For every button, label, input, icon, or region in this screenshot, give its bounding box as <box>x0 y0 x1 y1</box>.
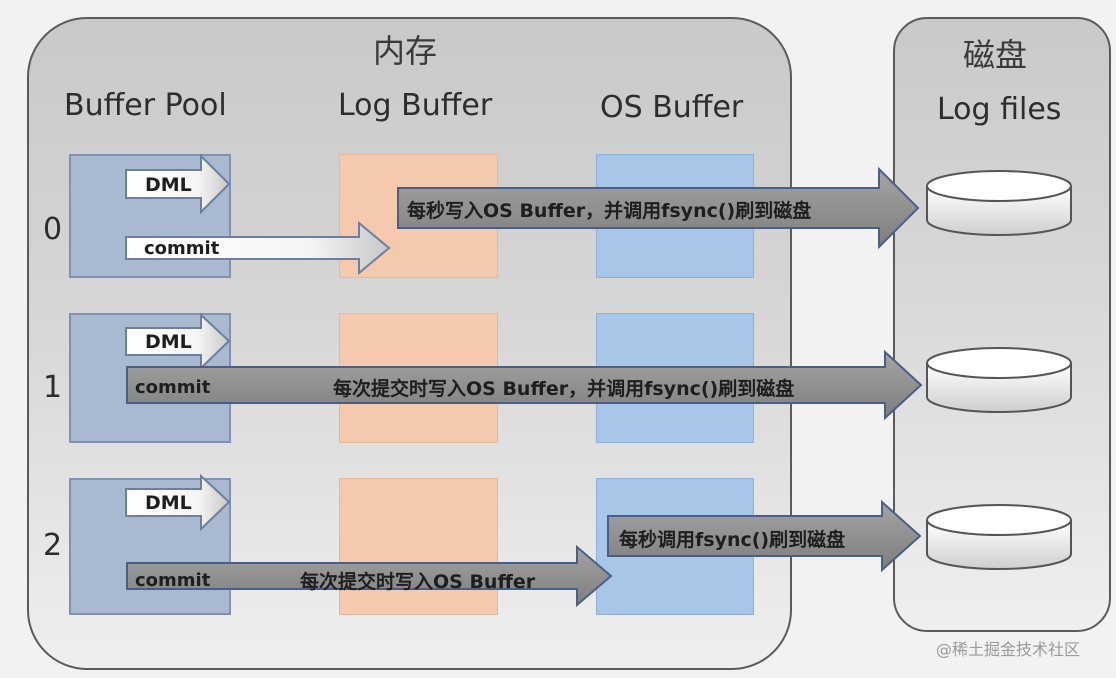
log-files-label: Log files <box>937 92 1062 127</box>
dml-label-2: DML <box>145 492 192 514</box>
dml-label-0: DML <box>145 174 192 196</box>
commit-label-0: commit <box>144 238 220 259</box>
dml-arrow-1 <box>125 312 231 371</box>
log-file-cylinder-1 <box>926 347 1072 413</box>
row-number-0: 0 <box>43 212 63 247</box>
log-file-cylinder-2 <box>926 504 1072 570</box>
commit-label-1: commit <box>135 377 211 398</box>
row-number-2: 2 <box>43 528 63 563</box>
log-file-cylinder-0 <box>926 170 1072 236</box>
commit-label-2: commit <box>135 570 211 591</box>
os-buffer-header: OS Buffer <box>600 90 744 125</box>
watermark: @稀土掘金技术社区 <box>936 640 1081 659</box>
commit-flush-arrow-1 <box>126 349 923 421</box>
disk-title: 磁盘 <box>963 36 1028 74</box>
log-buffer-header: Log Buffer <box>338 88 493 123</box>
memory-title: 内存 <box>373 32 438 70</box>
flush-label-0: 每秒写入OS Buffer，并调用fsync()刷到磁盘 <box>407 200 812 222</box>
flush-label-1: 每次提交时写入OS Buffer，并调用fsync()刷到磁盘 <box>333 378 795 400</box>
dml-label-1: DML <box>145 331 192 353</box>
fsync-label-2: 每秒调用fsync()刷到磁盘 <box>619 529 846 551</box>
row-number-1: 1 <box>43 370 63 405</box>
commit-arrow-0 <box>125 220 391 276</box>
commit-arrow-2 <box>126 544 613 608</box>
log-buffer-box-2 <box>339 478 498 615</box>
flush-arrow-0 <box>397 166 920 250</box>
write-os-label-2: 每次提交时写入OS Buffer <box>300 571 536 593</box>
dml-arrow-0 <box>125 153 231 215</box>
buffer-pool-header: Buffer Pool <box>64 88 227 123</box>
fsync-arrow-2 <box>607 499 922 573</box>
dml-arrow-2 <box>125 473 231 532</box>
